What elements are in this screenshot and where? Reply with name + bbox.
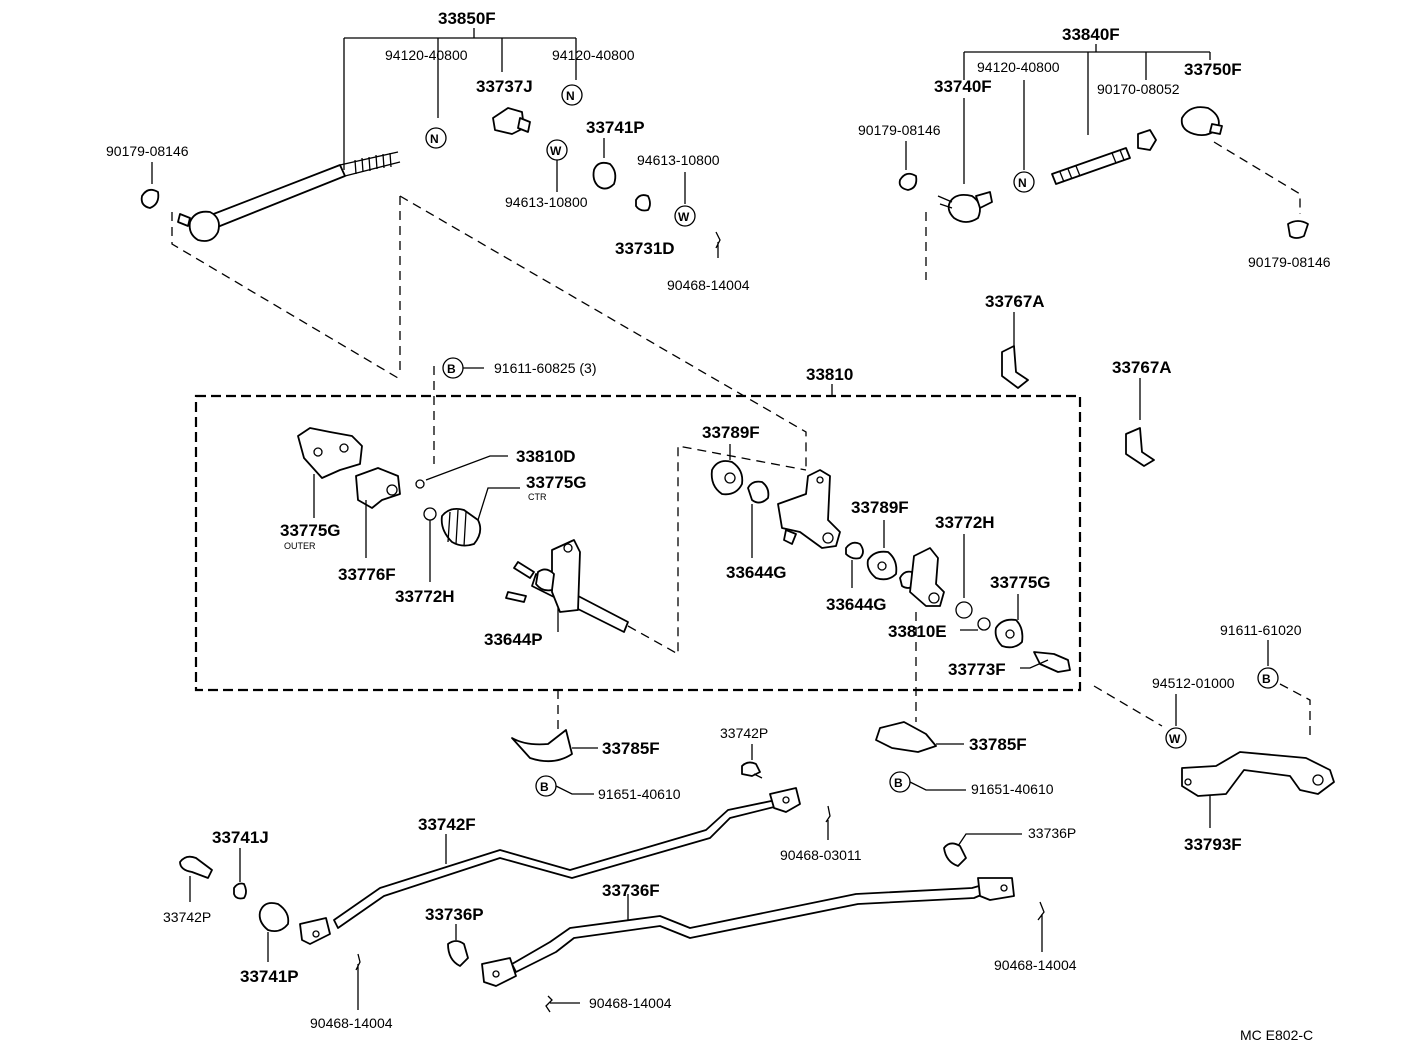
label-33785F-b: 33785F [969, 735, 1027, 754]
label-94120-40800-a: 94120-40800 [385, 47, 468, 63]
label-90468-14004-bottom-right: 90468-14004 [994, 957, 1077, 973]
svg-text:B: B [447, 362, 456, 376]
label-33736P-left: 33736P [425, 905, 484, 924]
bolt-b-icon: B [442, 357, 464, 379]
bolt-91611-60825: B 91611-60825 (3) [433, 357, 596, 464]
svg-text:N: N [1018, 176, 1027, 190]
label-94120-40800-b: 94120-40800 [552, 47, 635, 63]
brackets-33767A: 33767A 33767A [985, 292, 1172, 467]
washer-w-icon: W [546, 139, 568, 161]
label-33810: 33810 [806, 365, 853, 384]
label-33767A-b: 33767A [1112, 358, 1172, 377]
label-90170-08052: 90170-08052 [1097, 81, 1180, 97]
label-90179-08146-tl: 90179-08146 [106, 143, 189, 159]
assembly-33850F: 33850F 94120-40800 94120-40800 33737J N … [106, 9, 807, 470]
label-33810D: 33810D [516, 447, 576, 466]
label-91651-40610-a: 91651-40610 [598, 786, 681, 802]
label-33731D: 33731D [615, 239, 675, 258]
washer-w-icon: W [1165, 727, 1187, 749]
label-33736F: 33736F [602, 881, 660, 900]
label-94613-10800-a: 94613-10800 [505, 194, 588, 210]
label-94120-40800-c: 94120-40800 [977, 59, 1060, 75]
svg-text:B: B [894, 776, 903, 790]
label-33772H-right: 33772H [935, 513, 995, 532]
label-91611-61020: 91611-61020 [1220, 622, 1302, 638]
label-94512-01000: 94512-01000 [1152, 675, 1235, 691]
label-33741P-top: 33741P [586, 118, 645, 137]
bolt-b-icon: B [889, 771, 911, 793]
label-33789F-a: 33789F [702, 423, 760, 442]
label-33772H-left: 33772H [395, 587, 455, 606]
covers-33785F: 33785F B 91651-40610 33785F B 91651-4061… [511, 690, 1054, 802]
assembly-box-33810: 33810 33775G OUTER 33776F 33810D 33775G … [194, 365, 1082, 722]
label-33810E: 33810E [888, 622, 947, 641]
label-outer: OUTER [284, 541, 316, 551]
label-33776F: 33776F [338, 565, 396, 584]
label-33644G-a: 33644G [726, 563, 787, 582]
label-33750F: 33750F [1184, 60, 1242, 79]
rod-33742F: 33742P 33742F 90468-03011 [299, 725, 862, 945]
label-33736P-right: 33736P [1028, 825, 1076, 841]
label-33789F-b: 33789F [851, 498, 909, 517]
label-90468-03011: 90468-03011 [780, 847, 862, 863]
svg-text:W: W [678, 210, 690, 224]
label-90468-14004-bottom-mid: 90468-14004 [589, 995, 672, 1011]
label-33644P: 33644P [484, 630, 543, 649]
label-33775G-right: 33775G [990, 573, 1051, 592]
label-33793F: 33793F [1184, 835, 1242, 854]
label-33840F: 33840F [1062, 25, 1120, 44]
left-small-parts: 33741J 33742P 33741P 90468-14004 [163, 828, 393, 1031]
svg-text:N: N [430, 132, 439, 146]
label-33850F: 33850F [438, 9, 496, 28]
svg-text:N: N [566, 89, 575, 103]
label-33741J: 33741J [212, 828, 269, 847]
washer-w-icon: W [674, 205, 696, 227]
label-33742P-top: 33742P [720, 725, 768, 741]
label-33740F: 33740F [934, 77, 992, 96]
drawing-code: MC E802-C [1240, 1027, 1313, 1043]
label-94613-10800-b: 94613-10800 [637, 152, 720, 168]
label-90179-08146-br: 90179-08146 [1248, 254, 1331, 270]
label-33741P-bottom: 33741P [240, 967, 299, 986]
label-33767A-a: 33767A [985, 292, 1045, 311]
svg-text:W: W [1169, 732, 1181, 746]
label-33742P-left: 33742P [163, 909, 211, 925]
label-90468-14004-bottom-left: 90468-14004 [310, 1015, 393, 1031]
label-33737J: 33737J [476, 77, 533, 96]
label-ctr: CTR [528, 492, 547, 502]
label-33785F-a: 33785F [602, 739, 660, 758]
bracket-33793F: 91611-61020 B 94512-01000 W 33793F [1093, 622, 1335, 854]
svg-text:B: B [1262, 672, 1271, 686]
label-33773F: 33773F [948, 660, 1006, 679]
bolt-b-icon: B [1257, 667, 1279, 689]
svg-text:W: W [550, 144, 562, 158]
svg-text:B: B [540, 780, 549, 794]
label-90179-08146-tr: 90179-08146 [858, 122, 941, 138]
nut-n-icon: N [425, 127, 447, 149]
assembly-33840F: 33840F 94120-40800 33740F 33750F 90170-0… [858, 25, 1331, 280]
label-33742F: 33742F [418, 815, 476, 834]
label-33644G-b: 33644G [826, 595, 887, 614]
label-33775G-outer: 33775G [280, 521, 341, 540]
rod-33736F: 33736P 33736F 33736P 90468-14004 90468-1… [425, 825, 1077, 1013]
label-33775G-ctr: 33775G [526, 473, 587, 492]
nut-n-icon: N [561, 84, 583, 106]
label-91651-40610-b: 91651-40610 [971, 781, 1054, 797]
bolt-b-icon: B [535, 775, 557, 797]
label-91611-60825: 91611-60825 (3) [494, 360, 596, 376]
nut-n-icon: N [1013, 171, 1035, 193]
label-90468-14004-top: 90468-14004 [667, 277, 750, 293]
